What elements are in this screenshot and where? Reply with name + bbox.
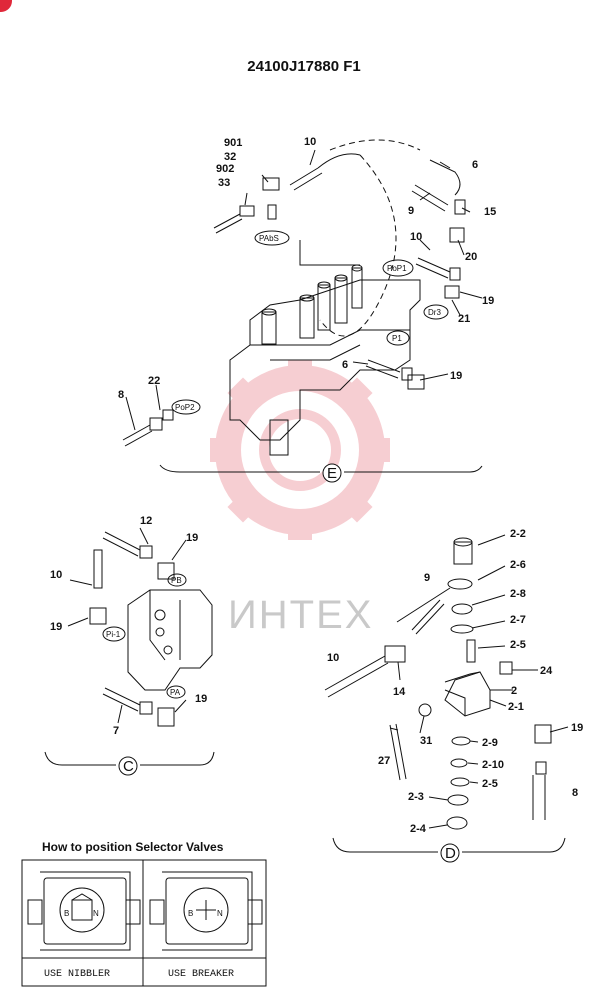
callout: 2-7 [510, 614, 526, 626]
view-c-label: C [123, 758, 134, 775]
callout: 10 [304, 136, 316, 148]
callout: 2-4 [410, 823, 427, 835]
callout: 27 [378, 755, 390, 767]
callout: 2-9 [482, 737, 498, 749]
selector-right-mark-b: B [188, 909, 193, 918]
selector-box [21, 859, 267, 987]
callout: 6 [472, 159, 478, 171]
callout: 2-6 [510, 559, 526, 571]
view-d-frame [332, 837, 566, 863]
callout: 19 [50, 621, 62, 633]
port-tag: PAbS [259, 234, 279, 243]
view-e-callouts: 901 32 10 902 33 6 9 15 10 20 19 21 6 19… [118, 136, 496, 401]
selector-left-mark-n: N [93, 909, 99, 918]
callout: 31 [420, 735, 432, 747]
callout: 19 [195, 693, 207, 705]
callout: 19 [482, 295, 494, 307]
port-tag: PoP1 [387, 264, 407, 273]
view-c-drawing [67, 527, 213, 727]
port-tag: PA [170, 688, 181, 697]
callout: 2-10 [482, 759, 504, 771]
callout: 19 [186, 532, 198, 544]
view-e-frame [159, 463, 483, 483]
callout: 32 [224, 151, 236, 163]
selector-left-mark-b: B [64, 909, 69, 918]
selector-left-valve [27, 871, 141, 951]
watermark-text: ИНТЕХ [228, 593, 373, 637]
callout: 7 [113, 725, 119, 737]
view-e-port-labels: PAbS PoP1 Dr3 P1 PoP2 [175, 234, 441, 412]
callout: 2-1 [508, 701, 524, 713]
view-e-label: E [327, 465, 337, 482]
callout: 21 [458, 313, 470, 325]
view-e-drawing [122, 139, 483, 456]
view-c-frame [44, 751, 215, 776]
view-d-callouts: 2-2 2-6 9 2-8 2-7 2-5 24 10 14 2 2-1 19 … [327, 528, 583, 835]
port-tag: PB [171, 576, 182, 585]
selector-heading: How to position Selector Valves [42, 840, 224, 854]
port-tag: Pi-1 [106, 630, 121, 639]
callout: 10 [50, 569, 62, 581]
view-e-port-tags [171, 230, 449, 415]
port-tag: P1 [392, 334, 402, 343]
selector-left-caption: USE NIBBLER [44, 969, 110, 980]
callout: 9 [408, 205, 414, 217]
view-d-drawing [324, 534, 569, 830]
callout: 2-5 [510, 639, 526, 651]
port-tag: PoP2 [175, 403, 195, 412]
view-c-callouts: 12 19 10 19 19 7 [50, 515, 207, 737]
view-c-port-tags [102, 573, 187, 699]
callout: 22 [148, 375, 160, 387]
callout: 19 [571, 722, 583, 734]
callout: 19 [450, 370, 462, 382]
callout: 10 [410, 231, 422, 243]
callout: 24 [540, 665, 553, 677]
callout: 2-5 [482, 778, 498, 790]
callout: 15 [484, 206, 496, 218]
watermark-logo [210, 360, 390, 540]
callout: 12 [140, 515, 152, 527]
page-title: 24100J17880 F1 [247, 58, 361, 75]
callout: 10 [327, 652, 339, 664]
callout: 8 [572, 787, 578, 799]
view-d-label: D [445, 845, 456, 862]
port-tag: Dr3 [428, 308, 441, 317]
callout: 20 [465, 251, 477, 263]
callout: 14 [393, 686, 406, 698]
selector-right-valve [149, 871, 263, 951]
callout: 902 [216, 163, 234, 175]
callout: 2-2 [510, 528, 526, 540]
callout: 9 [424, 572, 430, 584]
view-c-port-labels: PB Pi-1 PA [106, 576, 182, 697]
selector-right-caption: USE BREAKER [168, 969, 234, 980]
callout: 6 [342, 359, 348, 371]
callout: 2 [511, 685, 517, 697]
callout: 33 [218, 177, 230, 189]
callout: 901 [224, 137, 242, 149]
selector-right-mark-n: N [217, 909, 223, 918]
callout: 2-8 [510, 588, 526, 600]
callout: 8 [118, 389, 124, 401]
callout: 2-3 [408, 791, 424, 803]
